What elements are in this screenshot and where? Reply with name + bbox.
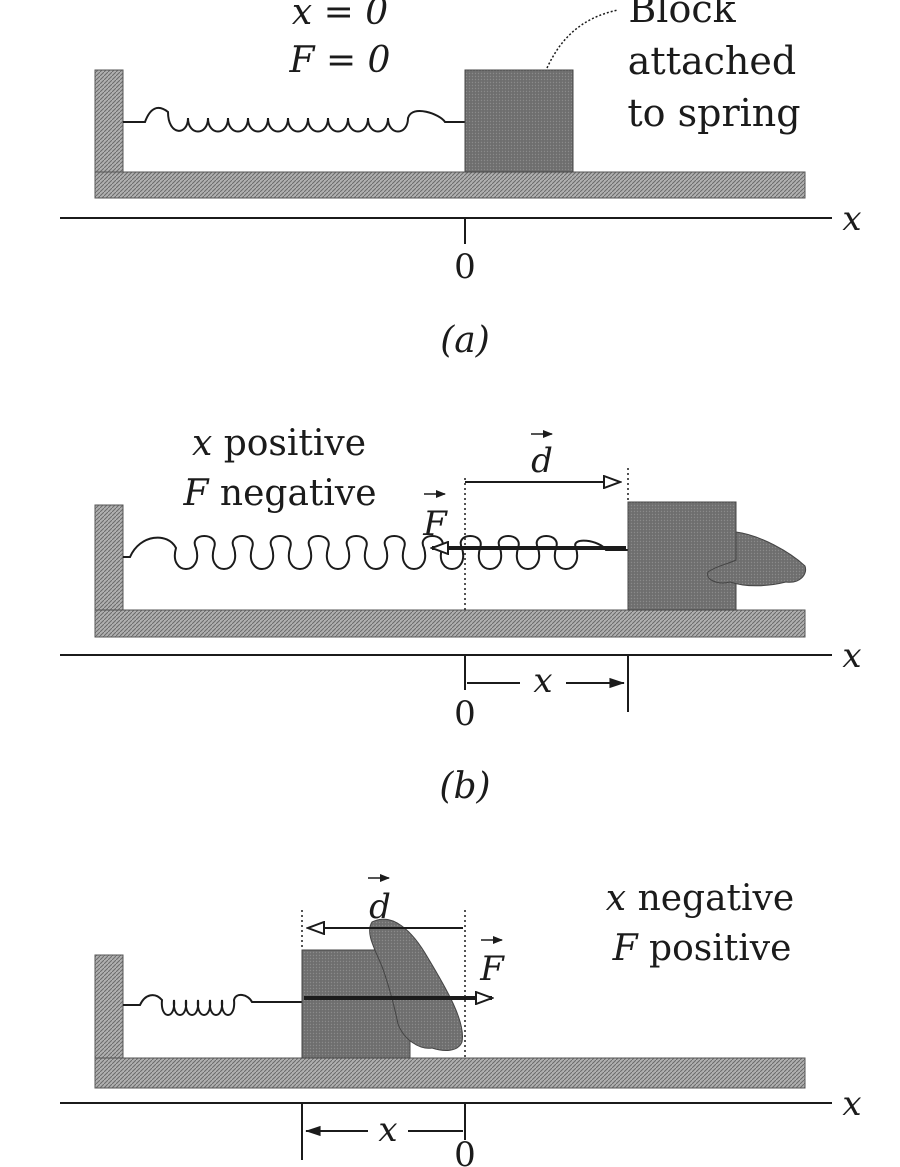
x-state-label: x positive xyxy=(192,423,366,464)
origin-label: 0 xyxy=(454,1135,476,1167)
block xyxy=(627,501,737,611)
caption-a: (a) xyxy=(440,320,490,361)
floor xyxy=(94,171,806,199)
axis-label-x: x xyxy=(842,199,861,239)
disp-label: x xyxy=(533,661,552,701)
floor xyxy=(94,1057,806,1089)
panel-b: x positive F negative d F x x 0 (b) xyxy=(60,423,862,807)
f-state-label: F negative xyxy=(182,473,376,514)
spring xyxy=(123,106,465,133)
spring xyxy=(123,994,302,1016)
hand-icon xyxy=(369,918,464,1051)
caption-b: (b) xyxy=(439,766,490,807)
spring xyxy=(123,535,628,570)
axis-label-x: x xyxy=(842,636,861,676)
block xyxy=(464,69,574,173)
block-leader-line xyxy=(546,9,619,69)
f-state-label: F positive xyxy=(612,928,792,969)
floor xyxy=(94,609,806,638)
f-equals-zero: F = 0 xyxy=(289,40,391,81)
block-label-line-3: to spring xyxy=(627,91,800,135)
origin-label: 0 xyxy=(454,247,476,287)
x-state-label: x negative xyxy=(606,878,794,919)
f-vector-label: F xyxy=(479,949,505,989)
x-equals-zero: x = 0 xyxy=(292,0,388,33)
hand-icon xyxy=(707,531,807,587)
panel-c: x negative F positive d F x x 0 xyxy=(60,874,862,1167)
block-label-line-2: attached xyxy=(628,39,796,83)
block-label-line-1: Block xyxy=(628,0,736,31)
origin-label: 0 xyxy=(454,694,476,734)
disp-label: x xyxy=(378,1110,397,1150)
panel-a: x = 0 F = 0 Block attached to spring x 0… xyxy=(60,0,862,361)
axis-label-x: x xyxy=(842,1084,861,1124)
d-vector-label: d xyxy=(531,441,553,481)
d-vector-label: d xyxy=(369,887,391,927)
f-vector-label: F xyxy=(422,504,448,544)
